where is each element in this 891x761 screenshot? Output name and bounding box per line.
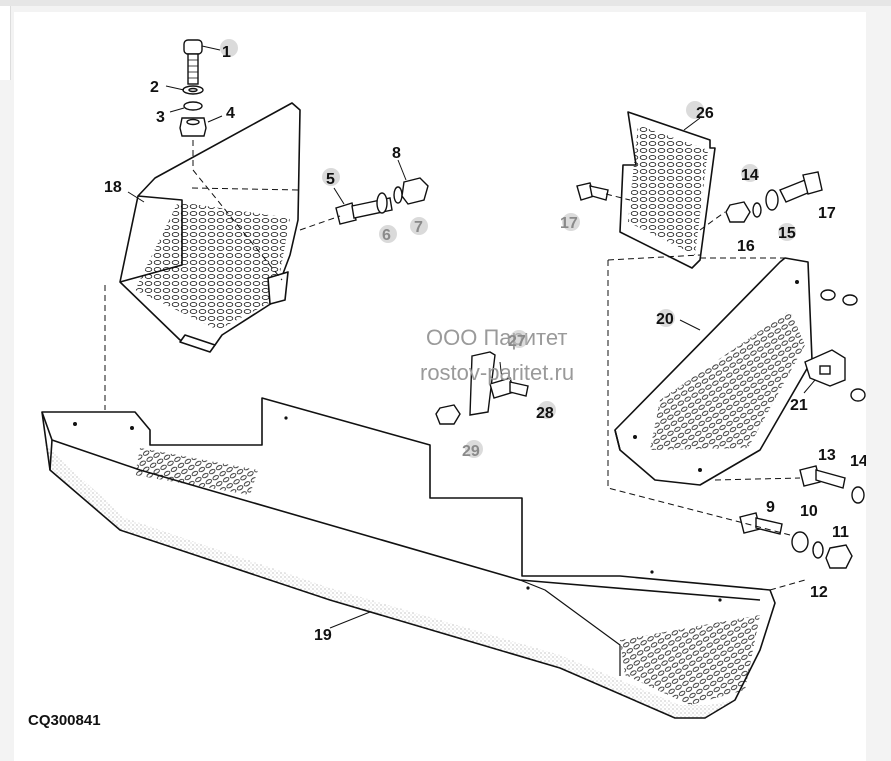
callout-markers: [220, 39, 796, 458]
pan-part-19: [41, 397, 776, 719]
callout-12: 12: [810, 584, 828, 601]
callout-10: 10: [800, 503, 818, 520]
panel-part-20: [614, 257, 813, 486]
callout-29: 29: [462, 443, 480, 460]
callout-17-right: 17: [818, 205, 836, 222]
callout-14b: 14: [850, 453, 866, 470]
callout-17-left: 17: [560, 215, 578, 232]
figure-code: CQ300841: [28, 712, 101, 729]
right-gutter: [866, 10, 891, 761]
callout-6: 6: [382, 227, 391, 244]
callout-20: 20: [656, 311, 674, 328]
callout-9: 9: [766, 499, 775, 516]
callout-28: 28: [536, 405, 554, 422]
exploded-parts-diagram: ООО Паритет rostov-paritet.ru 1 2 3 4 5 …: [41, 39, 866, 719]
watermark-url: rostov-paritet.ru: [420, 360, 574, 385]
top-bar: [0, 0, 891, 6]
callout-13: 13: [818, 447, 836, 464]
callout-labels: 1 2 3 4 5 6 7 8 9 10 11 12 13 14 14 15 1…: [104, 44, 866, 644]
callout-8: 8: [392, 145, 401, 162]
callout-15: 15: [778, 225, 796, 242]
callout-27: 27: [508, 333, 526, 350]
callout-3: 3: [156, 109, 165, 126]
screen-part-26: [619, 111, 716, 269]
callout-26: 26: [696, 105, 714, 122]
shield-part-18: [119, 102, 301, 353]
parts-diagram-panel: ООО Паритет rostov-paritet.ru 1 2 3 4 5 …: [14, 12, 866, 761]
hardware: [179, 39, 866, 569]
watermark-company: ООО Паритет: [426, 325, 567, 350]
callout-7: 7: [414, 219, 423, 236]
callout-14a: 14: [741, 167, 759, 184]
callout-4: 4: [226, 105, 235, 122]
callout-11: 11: [832, 524, 849, 541]
callout-19: 19: [314, 627, 332, 644]
callout-2: 2: [150, 79, 159, 96]
callout-1: 1: [222, 44, 231, 61]
left-panel-edge: [0, 6, 11, 80]
leader-lines: [104, 45, 816, 629]
callout-16: 16: [737, 238, 755, 255]
callout-21: 21: [790, 397, 808, 414]
watermark: ООО Паритет rostov-paritet.ru: [420, 325, 574, 385]
callout-5: 5: [326, 171, 335, 188]
callout-18: 18: [104, 179, 122, 196]
bracket-part-21: [804, 349, 846, 387]
